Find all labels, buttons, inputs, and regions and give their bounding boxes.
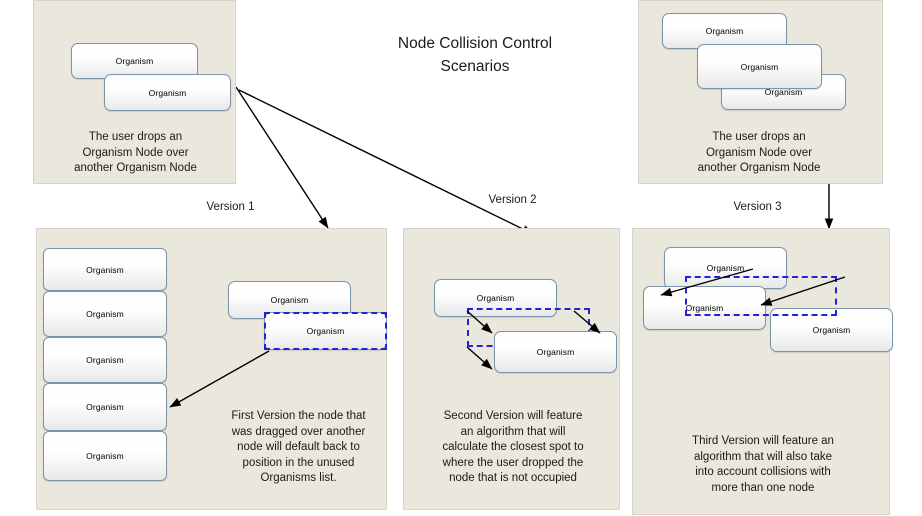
arrow-to-closest-spot-right [573, 310, 601, 334]
caption-line: Organisms list. [260, 472, 337, 484]
caption-line: position in the unused [242, 456, 355, 469]
organism-node-label: Organism [115, 56, 154, 66]
caption-line: an algorithm that will [460, 425, 566, 438]
page-title-line-2: Scenarios [440, 58, 510, 75]
caption-line: The user drops an [712, 131, 806, 143]
page-title: Node Collision Control Scenarios [355, 32, 595, 78]
version-3-internal-arrows [660, 268, 846, 306]
organism-node[interactable]: Organism [71, 43, 198, 79]
caption-line: Third Version will feature an [692, 435, 834, 447]
caption-line: The user drops an [88, 131, 183, 143]
caption-line: Organism Node over [82, 146, 189, 159]
version-1-caption: First Version the node that was dragged … [211, 409, 386, 487]
caption-line: into account collisions with [695, 466, 831, 478]
organism-node-label: Organism [740, 61, 779, 72]
caption-line: Organism Node over [705, 146, 813, 159]
caption-line: another Organism Node [74, 162, 197, 174]
caption-line: calculate the closest spot to [442, 441, 584, 453]
version-1-internal-arrows [169, 350, 270, 408]
version-2-panel: Organism Organism Second Version will fe… [403, 228, 620, 510]
organism-list-item[interactable]: Organism [43, 337, 167, 383]
version-1-label: Version 1 [206, 201, 255, 213]
caption-line: where the user dropped the [442, 456, 584, 469]
arrow-to-closest-spot-upper [466, 310, 493, 334]
caption-line: First Version the node that [231, 410, 366, 422]
caption-line: more than one node [711, 481, 815, 494]
scenario-left-caption: The user drops an Organism Node over ano… [40, 130, 231, 177]
arrow-default-back-to-list [169, 350, 270, 408]
version-3-caption: Third Version will feature an algorithm … [652, 434, 874, 496]
arrow-to-closest-spot-lower [466, 346, 493, 370]
arrow-collision-resolve-left [660, 268, 754, 297]
version-3-label: Version 3 [733, 201, 782, 213]
arrow-collision-resolve-right [760, 276, 846, 306]
version-3-panel: Organism Organism Organism Third Version… [632, 228, 893, 515]
scenario-right-caption: The user drops an Organism Node over ano… [661, 130, 857, 177]
drop-target-outline [685, 276, 837, 316]
page-title-line-1: Node Collision Control [397, 35, 553, 52]
caption-line: node that is not occupied [449, 472, 577, 484]
caption-line: node will default back to [237, 441, 360, 453]
scenario-panel-left: Organism Organism The user drops an Orga… [33, 0, 236, 184]
organism-node-label: Organism [148, 87, 187, 98]
scenario-panel-right: Organism Organism Organism The user drop… [638, 0, 883, 184]
caption-line: algorithm that will also take [693, 450, 833, 463]
version-2-caption: Second Version will feature an algorithm… [413, 409, 613, 487]
version-2-label: Version 2 [488, 194, 537, 206]
organism-node-dragged[interactable]: Organism [104, 74, 231, 111]
version-2-internal-arrows [466, 310, 601, 370]
caption-line: was dragged over another [231, 425, 366, 438]
organism-node-dragged[interactable]: Organism [697, 44, 822, 89]
drop-target-outline [264, 312, 387, 350]
version-1-panel: Organism Organism Organism Organism Orga… [36, 228, 387, 510]
caption-line: another Organism Node [697, 162, 821, 174]
organism-node-label: Organism [705, 26, 744, 36]
caption-line: Second Version will feature [443, 410, 583, 422]
